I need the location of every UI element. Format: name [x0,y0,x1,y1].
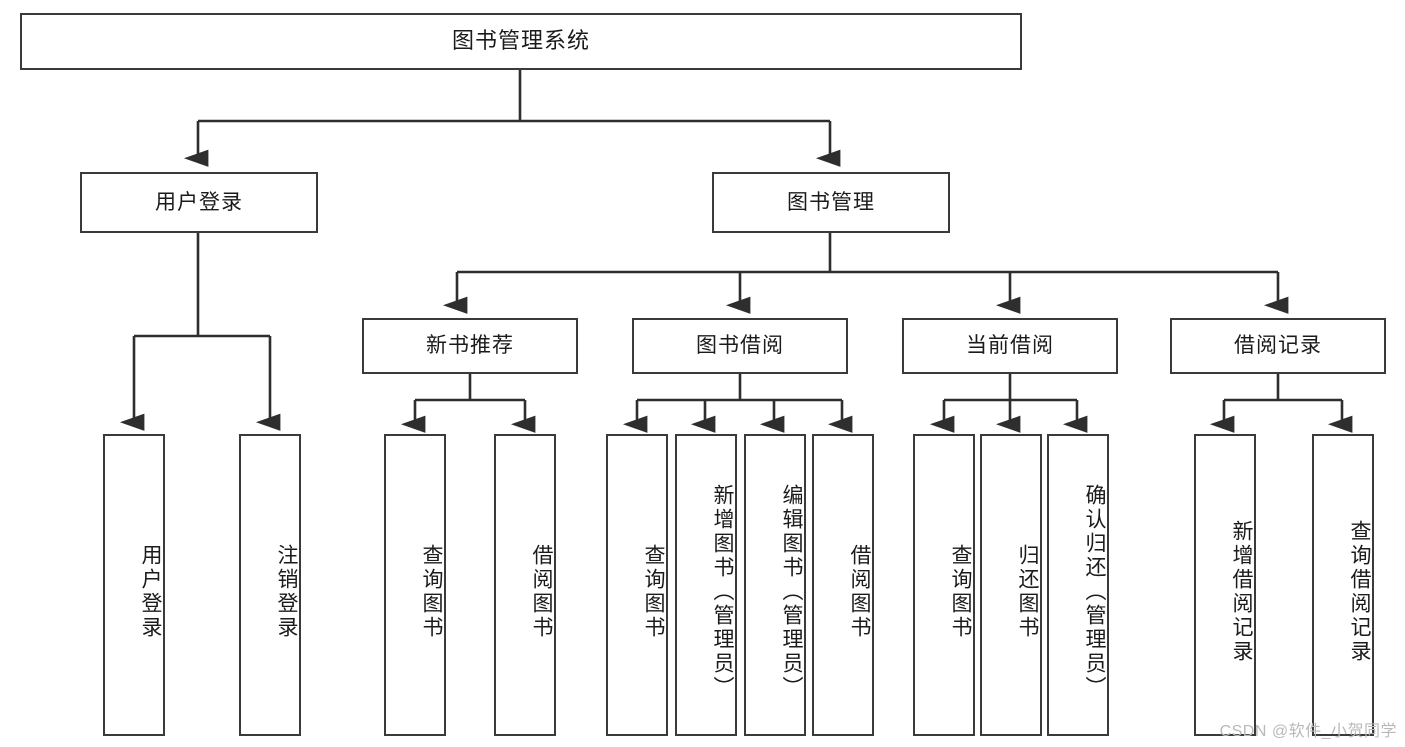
leaf-book-borrow-borrow-book[interactable]: 借阅图书 [812,434,874,736]
leaf-new-book-borrow-book[interactable]: 借阅图书 [494,434,556,736]
node-new-book-recommend[interactable]: 新书推荐 [362,318,578,374]
leaf-new-book-query-book[interactable]: 查询图书 [384,434,446,736]
leaf-current-borrow-return-book[interactable]: 归还图书 [980,434,1042,736]
node-root-system[interactable]: 图书管理系统 [20,13,1022,70]
node-borrow-record[interactable]: 借阅记录 [1170,318,1386,374]
leaf-user-login-login[interactable]: 用户登录 [103,434,165,736]
leaf-book-borrow-edit-book-admin[interactable]: 编辑图书（管理员） [744,434,806,736]
node-current-borrow[interactable]: 当前借阅 [902,318,1118,374]
leaf-book-borrow-add-book-admin[interactable]: 新增图书（管理员） [675,434,737,736]
leaf-borrow-record-query-record[interactable]: 查询借阅记录 [1312,434,1374,736]
leaf-borrow-record-add-record[interactable]: 新增借阅记录 [1194,434,1256,736]
watermark-text: CSDN @软件_小贺同学 [1219,723,1397,740]
leaf-current-borrow-query-book[interactable]: 查询图书 [913,434,975,736]
node-book-management[interactable]: 图书管理 [712,172,950,233]
leaf-user-login-logout[interactable]: 注销登录 [239,434,301,736]
leaf-current-borrow-confirm-return-admin[interactable]: 确认归还（管理员） [1047,434,1109,736]
leaf-book-borrow-query-book[interactable]: 查询图书 [606,434,668,736]
node-user-login[interactable]: 用户登录 [80,172,318,233]
node-book-borrow[interactable]: 图书借阅 [632,318,848,374]
